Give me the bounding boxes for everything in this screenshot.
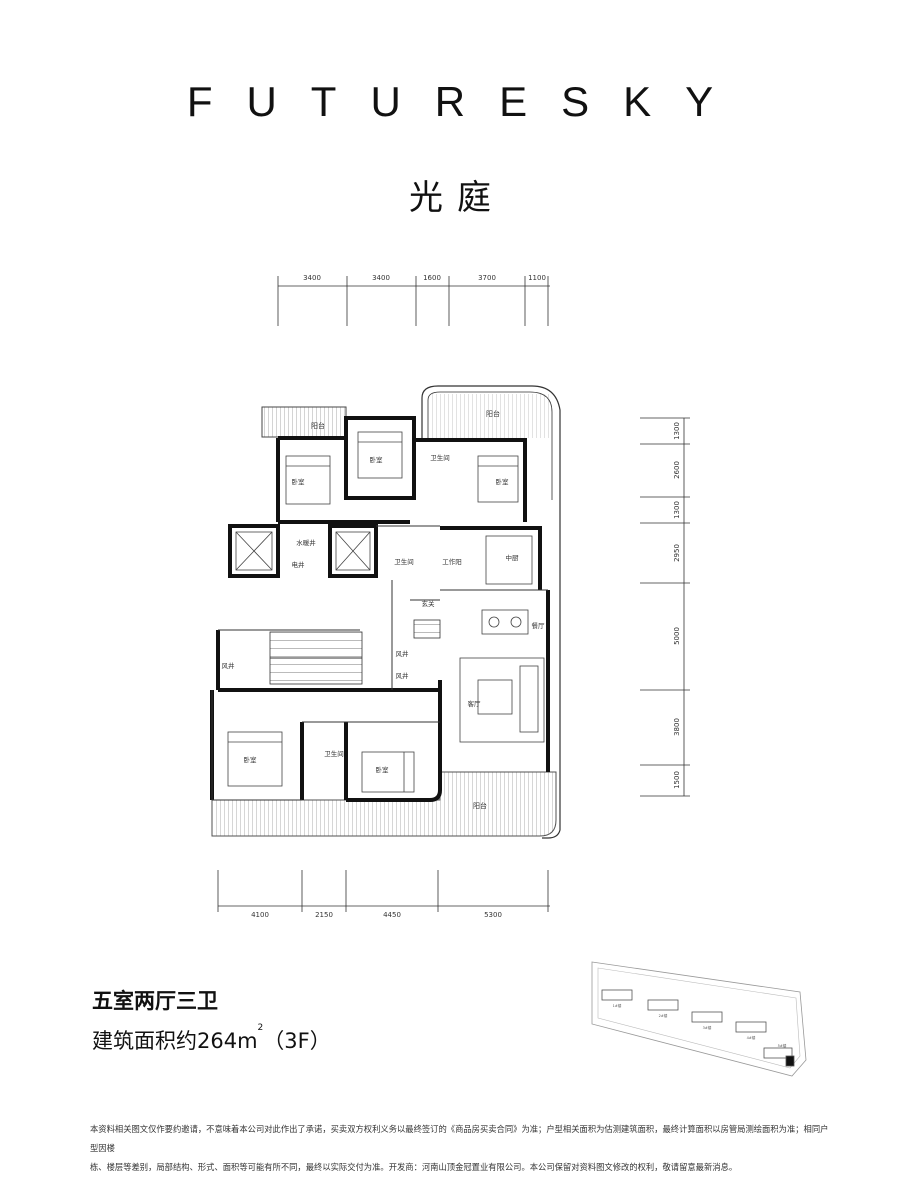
- air-shaft-3-label: 风井: [396, 671, 410, 680]
- keymap-label-1: 1#楼: [613, 1003, 622, 1008]
- top-dim-1: 3400: [303, 274, 321, 282]
- right-dim-1: 1300: [673, 422, 681, 440]
- area-suffix: （3F）: [263, 1029, 331, 1053]
- dining-label: 餐厅: [532, 621, 546, 630]
- disclaimer-line-2: 栋、楼层等差别，局部结构、形式、面积等可能有所不同，最终以实际交付为准。开发商：…: [90, 1162, 738, 1172]
- unit-type: 五室两厅三卫: [92, 989, 218, 1013]
- keymap-buildings: [601, 989, 795, 1067]
- balcony-nw-label: 阳台: [311, 421, 325, 430]
- bottom-dim-1: 4100: [251, 911, 269, 919]
- brand-title: FUTURESKY: [186, 78, 748, 125]
- balcony-ne-label: 阳台: [486, 409, 500, 418]
- top-dim-5: 1100: [528, 274, 546, 282]
- keymap-label-4: 4#楼: [747, 1035, 756, 1040]
- bedroom-2-label: 卧室: [370, 455, 384, 464]
- balcony-northeast: [421, 385, 561, 839]
- keymap-label-2: 2#楼: [659, 1013, 668, 1018]
- walls: [210, 416, 550, 802]
- right-dim-5: 5000: [673, 627, 681, 645]
- staircase: [269, 619, 441, 685]
- right-dim-2: 2600: [673, 461, 681, 479]
- keymap-label-5: 5#楼: [778, 1043, 787, 1048]
- area-sup: 2: [257, 1023, 264, 1033]
- right-dim-6: 3800: [673, 718, 681, 736]
- disclaimer-line-1: 本资料相关图文仅作要约邀请，不意味着本公司对此作出了承诺，买卖双方权利义务以最终…: [90, 1124, 829, 1153]
- floor-plan: 3400 3400 1600 3700 1100 4100 2150 4450 …: [210, 274, 690, 919]
- balcony-northwest: [261, 406, 347, 438]
- project-name: 光庭: [409, 178, 505, 218]
- top-dimension-line: [277, 276, 550, 326]
- entrance-label: 玄关: [422, 599, 436, 608]
- furniture: [227, 431, 545, 793]
- air-shaft-1-label: 风井: [222, 661, 236, 670]
- balcony-s-label: 阳台: [473, 801, 487, 810]
- area-line: 建筑面积约264m2（3F）: [92, 1023, 331, 1055]
- water-shaft-label: 水暖井: [296, 538, 316, 547]
- bath-s-label: 卫生间: [324, 749, 344, 758]
- kitchen-label: 中厨: [506, 553, 520, 562]
- disclaimer: 本资料相关图文仅作要约邀请，不意味着本公司对此作出了承诺，买卖双方权利义务以最终…: [90, 1120, 830, 1177]
- elec-shaft-label: 电井: [292, 560, 306, 569]
- top-dim-2: 3400: [372, 274, 390, 282]
- top-dim-3: 1600: [423, 274, 441, 282]
- air-shaft-2-label: 风井: [396, 649, 410, 658]
- bottom-dim-4: 5300: [484, 911, 502, 919]
- bottom-dim-2: 2150: [315, 911, 333, 919]
- bottom-dimension-line: [217, 870, 550, 912]
- bedroom-4-label: 卧室: [244, 755, 258, 764]
- wall-thin: [211, 525, 548, 801]
- keymap-label-3: 3#楼: [703, 1025, 712, 1030]
- top-dim-4: 3700: [478, 274, 496, 282]
- right-dimension-line: [640, 417, 690, 797]
- bath-mid-label: 卫生间: [394, 557, 414, 566]
- right-dim-7: 1500: [673, 771, 681, 789]
- right-dim-4: 2950: [673, 544, 681, 562]
- balcony-south: [211, 771, 557, 837]
- bedroom-1-label: 卧室: [292, 477, 306, 486]
- bath-n-label: 卫生间: [430, 453, 450, 462]
- bedroom-3-label: 卧室: [496, 477, 510, 486]
- living-label: 客厅: [468, 699, 482, 708]
- keymap-outline: [591, 961, 807, 1077]
- bedroom-5-label: 卧室: [376, 765, 390, 774]
- right-dim-3: 1300: [673, 501, 681, 519]
- area-prefix: 建筑面积约264m: [92, 1029, 258, 1053]
- bottom-dim-3: 4450: [383, 911, 401, 919]
- work-balcony-label: 工作阳: [442, 557, 462, 566]
